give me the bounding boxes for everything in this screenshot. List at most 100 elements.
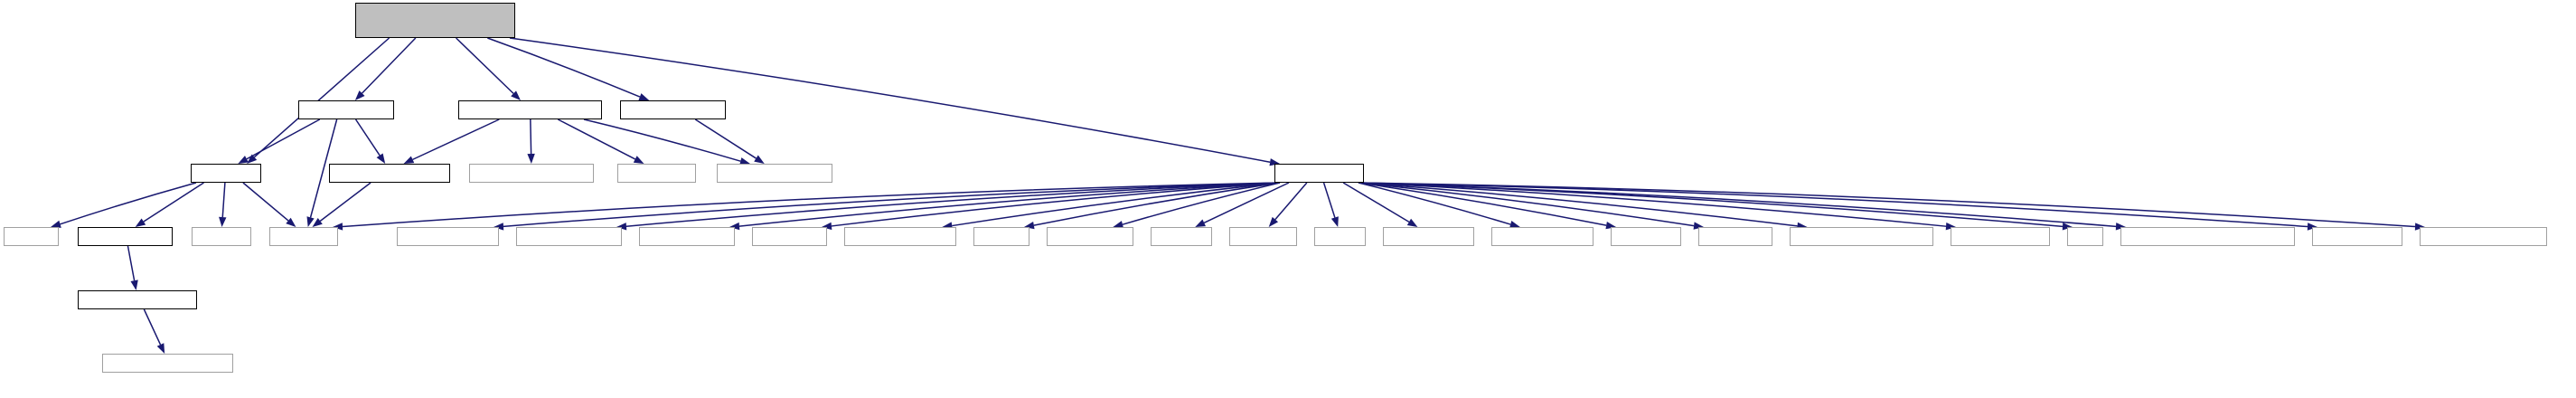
graph-edge-arrowhead: [247, 154, 258, 164]
graph-node[interactable]: [397, 227, 499, 246]
graph-edge-arrowhead: [1509, 221, 1520, 229]
graph-edge-arrowhead: [1268, 216, 1279, 227]
graph-node[interactable]: [1151, 227, 1212, 246]
graph-edge: [503, 182, 1281, 228]
graph-edge-arrowhead: [2414, 223, 2425, 231]
graph-edge: [509, 37, 1271, 163]
graph-edge: [1358, 182, 1947, 227]
graph-edge: [831, 182, 1281, 227]
graph-edge-arrowhead: [130, 280, 138, 290]
graph-edge-arrowhead: [1945, 222, 1956, 231]
graph-edge-arrowhead: [51, 220, 61, 228]
graph-edge: [1358, 182, 2416, 228]
graph-edge: [1033, 182, 1281, 226]
graph-edge-arrowhead: [754, 155, 765, 164]
graph-edge: [1358, 182, 1607, 226]
graph-edge: [1322, 182, 1336, 218]
graph-node[interactable]: [2420, 227, 2547, 246]
graph-edge-arrowhead: [238, 156, 249, 164]
graph-node[interactable]: [269, 227, 338, 246]
graph-edge-arrowhead: [306, 216, 315, 227]
graph-node[interactable]: [192, 227, 251, 246]
graph-node[interactable]: [1790, 227, 1933, 246]
graph-node[interactable]: [1383, 227, 1474, 246]
graph-edge-arrowhead: [822, 222, 832, 231]
graph-edge-arrowhead: [739, 157, 750, 166]
graph-edge: [127, 245, 136, 281]
graph-edge-arrowhead: [638, 93, 650, 100]
graph-edge-arrowhead: [729, 222, 740, 231]
graph-edge: [583, 118, 741, 162]
graph-node[interactable]: [1698, 227, 1772, 246]
graph-edge-arrowhead: [376, 153, 386, 164]
graph-node[interactable]: [329, 164, 450, 183]
graph-edge: [221, 182, 226, 218]
graph-edge-arrowhead: [511, 90, 521, 100]
graph-edge-arrowhead: [135, 218, 146, 227]
graph-edge: [456, 37, 514, 94]
graph-node[interactable]: [973, 227, 1029, 246]
graph-edge-arrowhead: [633, 156, 644, 164]
graph-node[interactable]: [78, 227, 173, 246]
graph-edge: [412, 118, 500, 161]
graph-node[interactable]: [1229, 227, 1297, 246]
graph-node[interactable]: [752, 227, 827, 246]
graph-node[interactable]: [191, 164, 261, 183]
graph-node[interactable]: [78, 290, 197, 309]
graph-node[interactable]: [1274, 164, 1364, 183]
graph-edge-arrowhead: [1195, 219, 1206, 227]
graph-edge-arrowhead: [219, 216, 227, 227]
graph-node[interactable]: [458, 100, 602, 119]
graph-edge-arrowhead: [156, 343, 165, 354]
graph-edge: [487, 37, 641, 98]
graph-node[interactable]: [844, 227, 956, 246]
graph-edge-arrowhead: [1406, 218, 1418, 227]
graph-node[interactable]: [516, 227, 622, 246]
graph-node-root[interactable]: [355, 3, 515, 38]
graph-edge: [1358, 182, 1798, 227]
graph-edge: [1274, 182, 1308, 221]
graph-edge-arrowhead: [527, 153, 535, 164]
graph-edge: [246, 118, 321, 160]
graph-edge-arrowhead: [333, 223, 343, 231]
graph-node[interactable]: [1491, 227, 1594, 246]
graph-edge: [557, 118, 636, 160]
graph-node[interactable]: [639, 227, 735, 246]
graph-node[interactable]: [617, 164, 696, 183]
graph-edge-arrowhead: [2307, 223, 2317, 231]
graph-edge: [1358, 182, 2117, 228]
graph-edge: [242, 182, 289, 222]
graph-node[interactable]: [2120, 227, 2295, 246]
graph-edge-arrowhead: [2115, 223, 2126, 231]
graph-edge: [1203, 182, 1290, 223]
graph-node[interactable]: [469, 164, 594, 183]
graph-node[interactable]: [2067, 227, 2103, 246]
graph-edge: [253, 37, 390, 158]
graph-edge: [319, 182, 371, 222]
graph-edge-arrowhead: [494, 223, 504, 231]
graph-edge: [143, 182, 204, 223]
graph-edge: [1342, 182, 1410, 223]
graph-edge: [309, 118, 338, 218]
graph-node[interactable]: [4, 227, 59, 246]
graph-edge-arrowhead: [616, 223, 627, 231]
graph-node[interactable]: [1951, 227, 2050, 246]
graph-edge-arrowhead: [1330, 216, 1339, 227]
graph-node[interactable]: [298, 100, 394, 119]
graph-node[interactable]: [102, 354, 233, 373]
graph-edge: [60, 182, 197, 225]
graph-edge: [342, 182, 1281, 228]
graph-edge: [694, 118, 757, 159]
graph-edge: [143, 308, 162, 346]
graph-edge: [1358, 182, 1695, 227]
graph-node[interactable]: [1314, 227, 1366, 246]
graph-node[interactable]: [1611, 227, 1681, 246]
graph-node[interactable]: [1047, 227, 1133, 246]
graph-node[interactable]: [717, 164, 832, 183]
graph-edge-arrowhead: [2062, 223, 2073, 231]
graph-edge: [1358, 182, 1511, 225]
graph-node[interactable]: [620, 100, 726, 119]
graph-node[interactable]: [2312, 227, 2402, 246]
